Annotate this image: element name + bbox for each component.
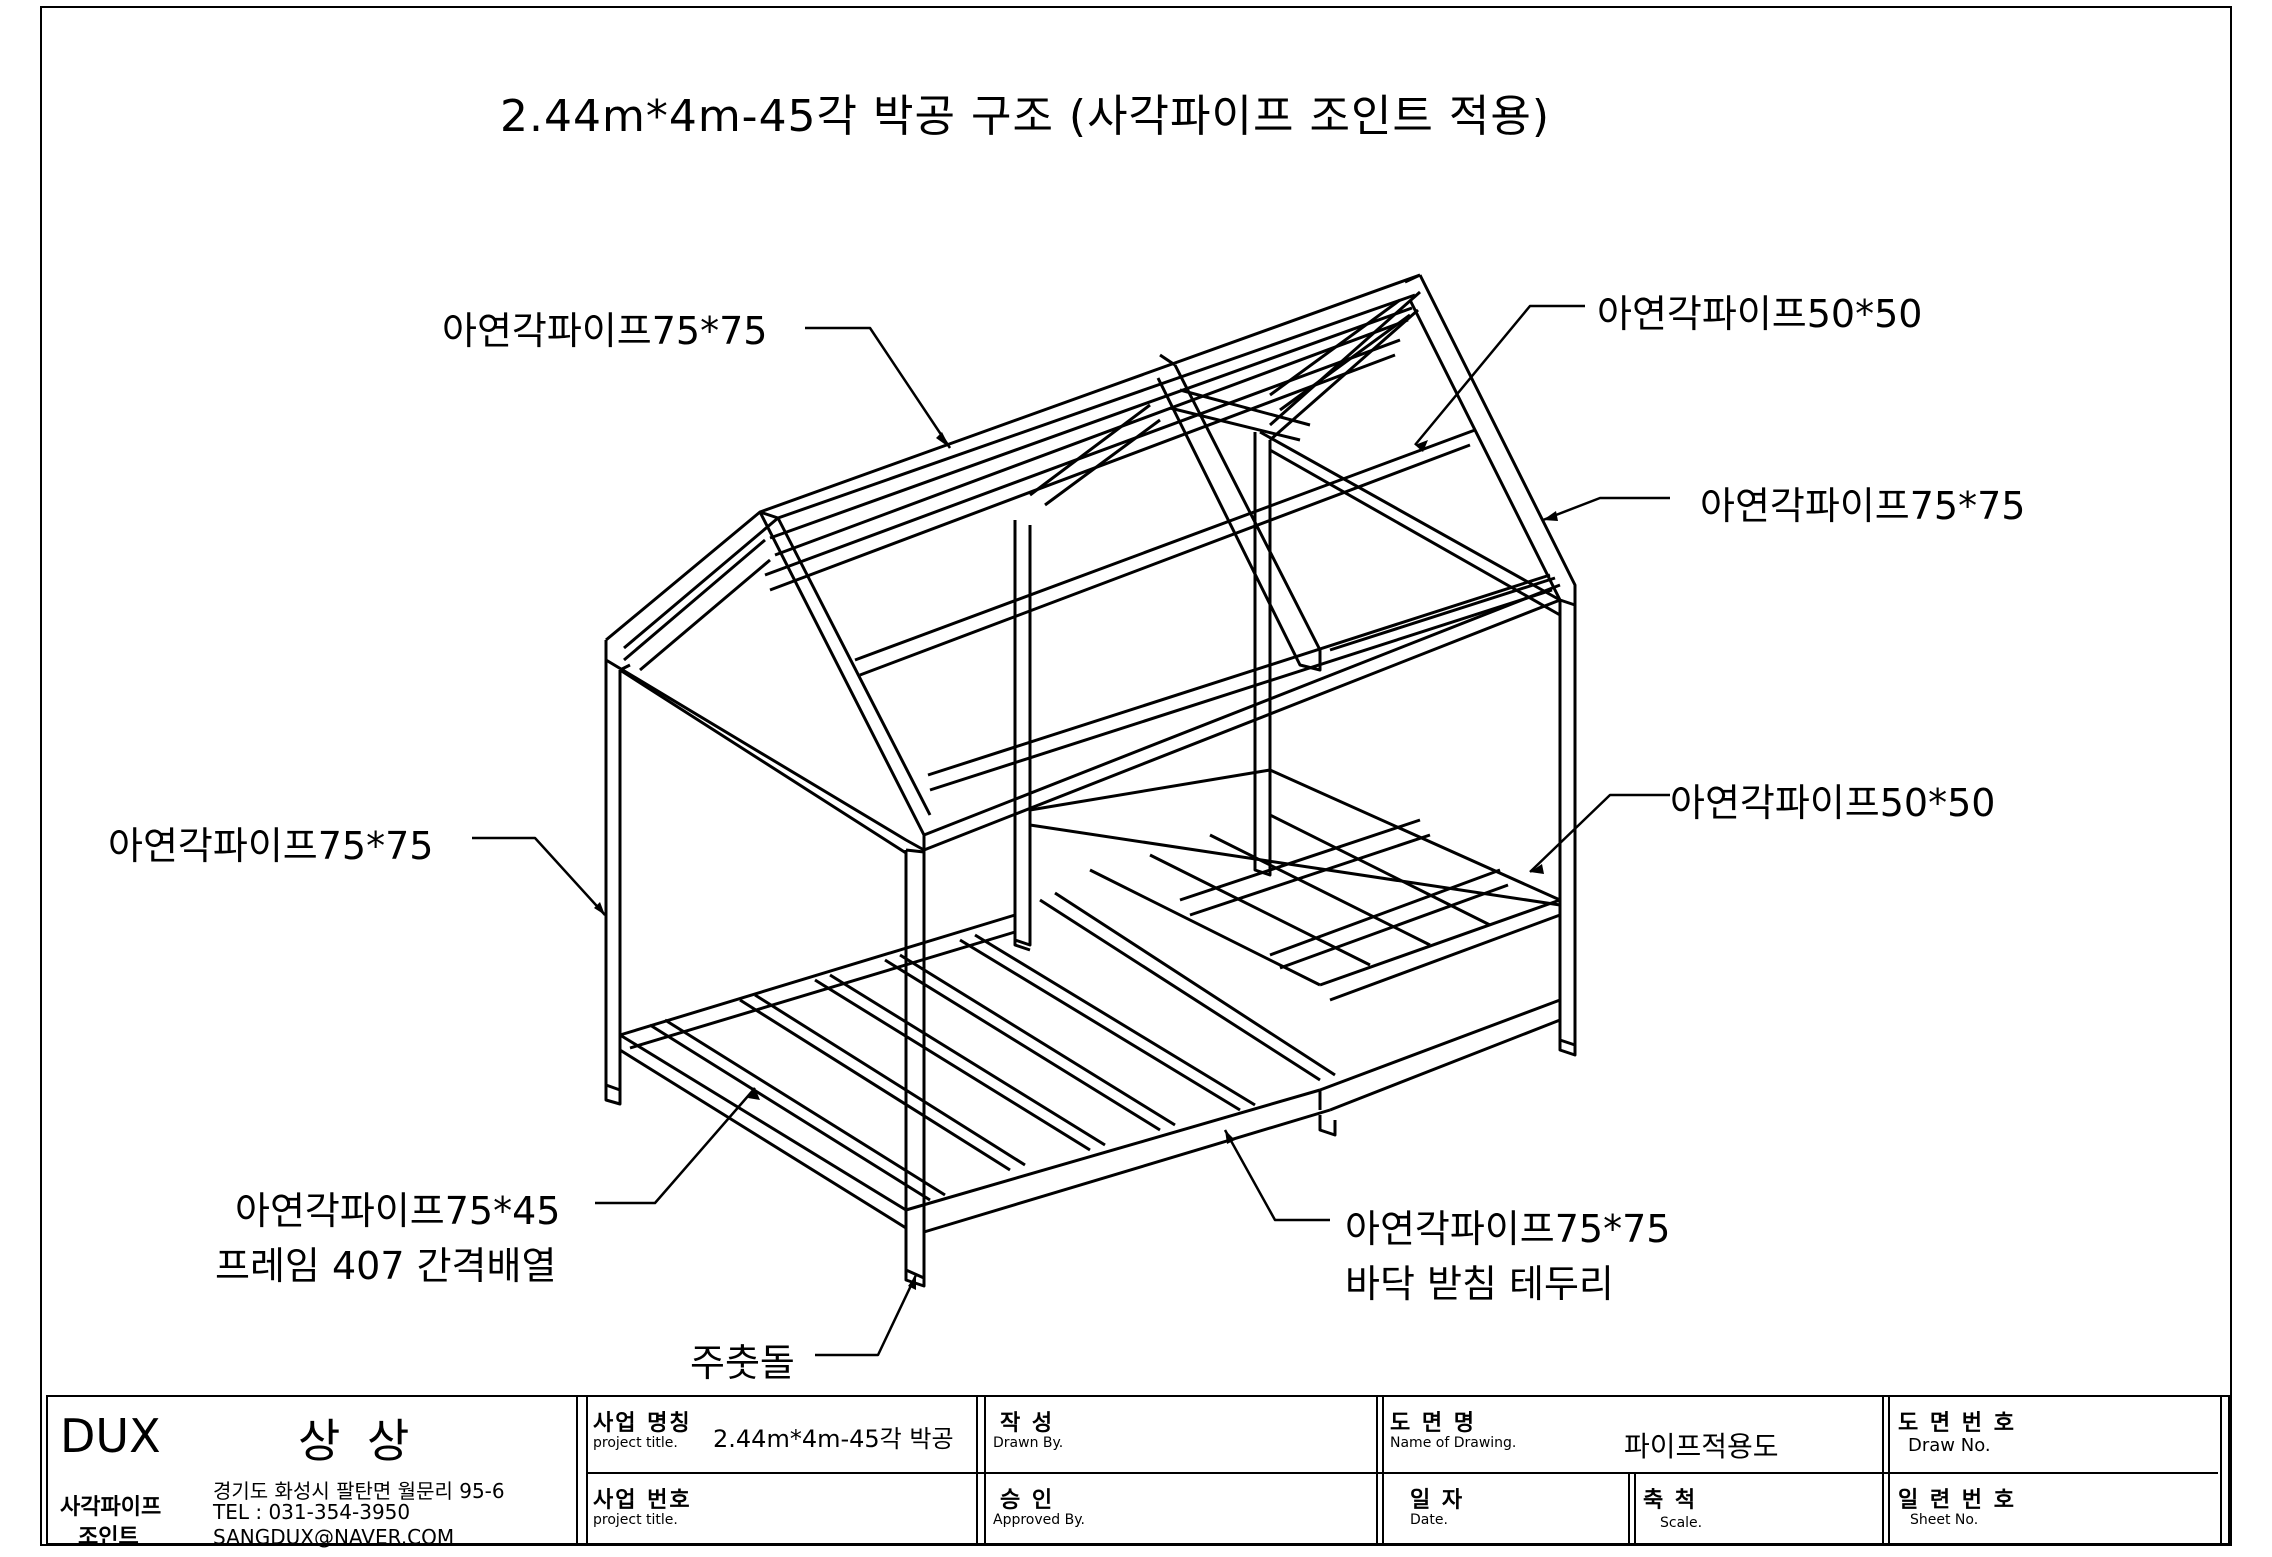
scale-label: 축 척 xyxy=(1643,1488,1698,1513)
draw-no-label: 도 면 번 호 xyxy=(1898,1411,2016,1436)
drawing-title: 2.44m*4m-45각 박공 구조 (사각파이프 조인트 적용) xyxy=(500,91,1551,142)
drawn-by-label-en: Drawn By. xyxy=(993,1435,1064,1451)
label-footing: 주춧돌 xyxy=(690,1341,795,1385)
label-roof-pipe-right: 아연각파이프75*75 xyxy=(1700,484,2026,528)
floor-frame xyxy=(604,730,1577,1288)
company-email: SANGDUX@NAVER.COM xyxy=(213,1525,455,1549)
company-sub1: 사각파이프 xyxy=(60,1495,162,1520)
left-gable-frame xyxy=(604,510,932,1280)
project-name-label-en: project title. xyxy=(593,1435,678,1451)
drawing-name-label-en: Name of Drawing. xyxy=(1390,1435,1517,1451)
company-name: 상 상 xyxy=(298,1414,416,1468)
label-floor-edge-note: 바닥 받침 테두리 xyxy=(1345,1262,1614,1306)
company-address: 경기도 화성시 팔탄면 월문리 95-6 xyxy=(213,1479,505,1503)
date-label-en: Date. xyxy=(1410,1512,1448,1528)
leader-arrows xyxy=(594,432,1558,1290)
project-name-value: 2.44m*4m-45각 박공 xyxy=(713,1425,954,1453)
label-floor-right: 아연각파이프50*50 xyxy=(1670,781,1996,825)
title-block: DUX 상 상 사각파이프 조인트 경기도 화성시 팔탄면 월문리 95-6 T… xyxy=(46,1395,2230,1550)
project-name-label: 사업 명칭 xyxy=(593,1411,692,1436)
label-column-left: 아연각파이프75*75 xyxy=(108,824,434,868)
label-floor-joist-note: 프레임 407 간격배열 xyxy=(215,1244,557,1288)
drawing-name-value: 파이프적용도 xyxy=(1624,1430,1779,1463)
label-floor-joist-size: 아연각파이프75*45 xyxy=(235,1189,561,1233)
company-logo: DUX xyxy=(60,1409,161,1463)
label-floor-edge-size: 아연각파이프75*75 xyxy=(1345,1207,1671,1251)
company-tel: TEL : 031-354-3950 xyxy=(213,1500,411,1524)
sheet-no-label-en: Sheet No. xyxy=(1910,1512,1979,1528)
label-roof-pipe-right-top: 아연각파이프50*50 xyxy=(1597,292,1923,336)
roof-ridge-purlins xyxy=(759,273,1561,852)
draw-no-label-en: Draw No. xyxy=(1908,1435,1991,1456)
drawing-name-label: 도 면 명 xyxy=(1390,1411,1477,1436)
leader-lines xyxy=(472,304,1670,1357)
company-sub2: 조인트 xyxy=(78,1525,139,1550)
label-roof-pipe-left: 아연각파이프75*75 xyxy=(442,309,768,353)
project-no-label-en: project title. xyxy=(593,1512,678,1528)
drawn-by-label: 작 성 xyxy=(1000,1411,1055,1436)
approved-by-label-en: Approved By. xyxy=(993,1512,1085,1528)
sheet-no-label: 일 련 번 호 xyxy=(1898,1488,2016,1513)
label-floor-joist: 아연각파이프75*45 프레임 407 간격배열 xyxy=(215,1180,561,1290)
date-label: 일 자 xyxy=(1410,1488,1465,1513)
project-no-label: 사업 번호 xyxy=(593,1488,692,1513)
approved-by-label: 승 인 xyxy=(1000,1488,1055,1513)
scale-label-en: Scale. xyxy=(1660,1515,1703,1531)
label-floor-edge: 아연각파이프75*75 바닥 받침 테두리 xyxy=(1345,1198,1670,1308)
drawing-sheet xyxy=(40,6,2232,1546)
